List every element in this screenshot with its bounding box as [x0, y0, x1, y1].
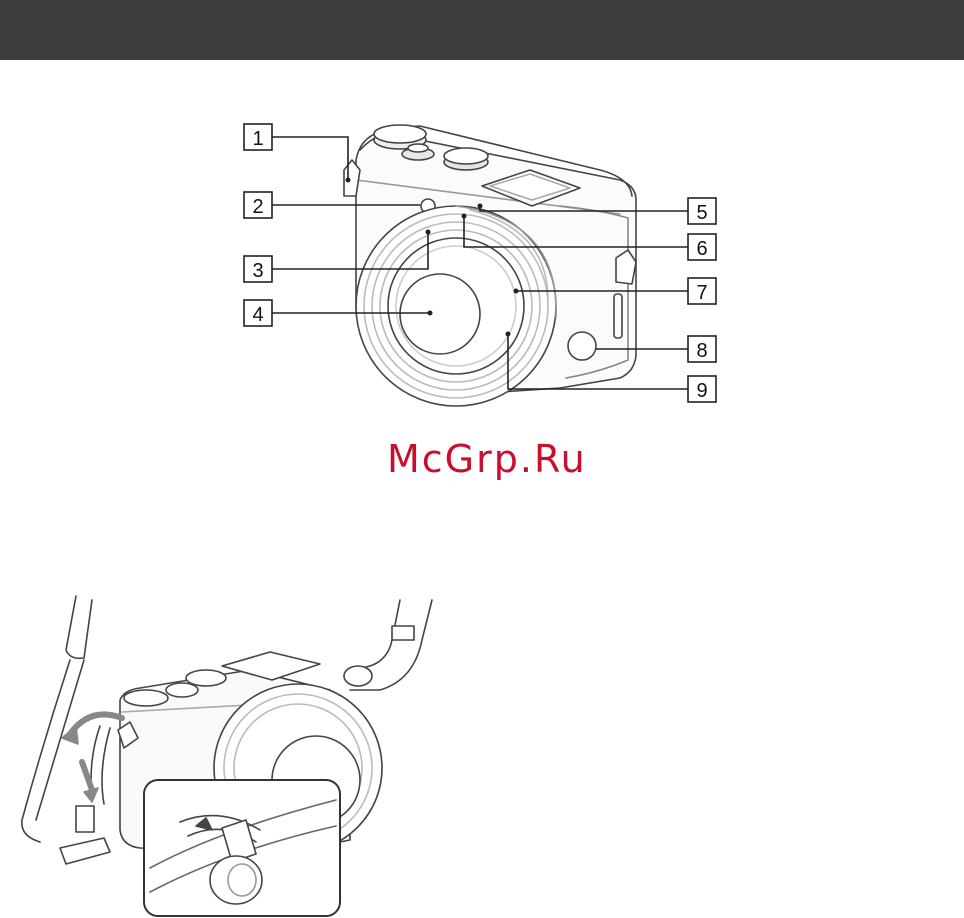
callout-3: 3: [252, 260, 263, 282]
callout-8: 8: [696, 340, 707, 362]
callout-4: 4: [252, 304, 263, 326]
strap-attach-diagram: [22, 596, 432, 916]
callout-2: 2: [252, 196, 263, 218]
callout-5: 5: [696, 202, 707, 224]
callout-6: 6: [696, 238, 707, 260]
callout-7: 7: [696, 282, 707, 304]
callout-9: 9: [696, 380, 707, 402]
callout-1: 1: [252, 128, 263, 150]
watermark-text: McGrp.Ru: [387, 437, 587, 481]
